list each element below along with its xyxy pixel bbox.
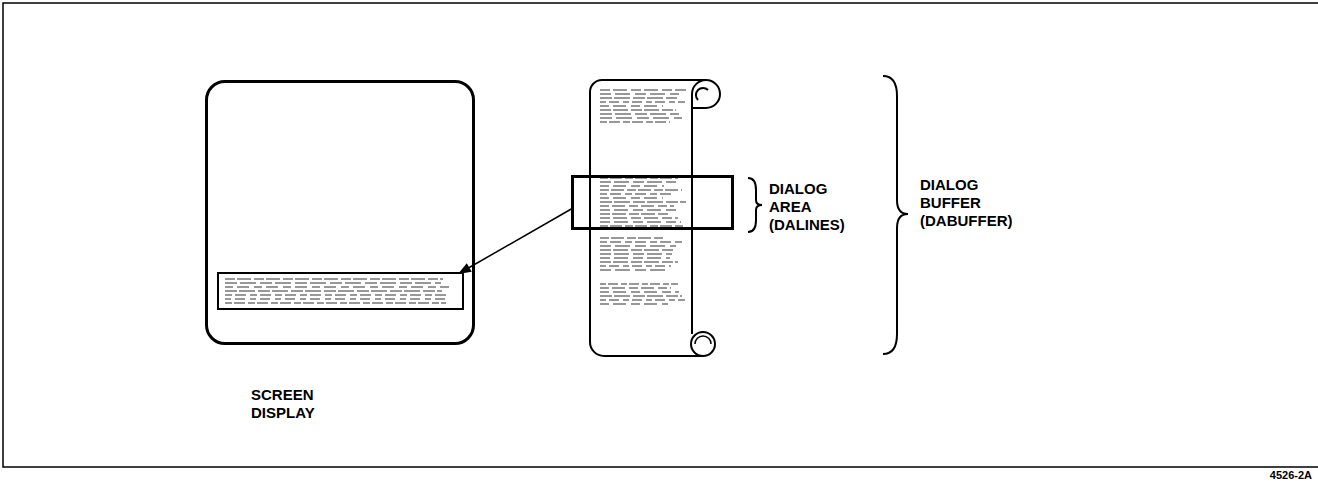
text-stroke [600,213,670,214]
page-frame [3,3,1318,467]
text-stroke [600,253,672,254]
text-stroke [600,265,671,266]
text-stroke [600,185,664,186]
node-label: SCREEN DISPLAY [251,386,331,422]
text-stroke [600,291,679,292]
text-stroke [600,299,685,300]
text-stroke [600,221,681,222]
text-stroke [600,193,675,194]
dialog-band [217,272,464,310]
screen-display: SCREEN DISPLAY [205,80,475,345]
text-stroke [600,269,669,270]
text-stroke [600,257,670,258]
dialog-area-frame: DIALOG AREA (DALINES) [571,175,734,230]
text-stroke [600,113,679,114]
text-stroke [225,298,448,299]
text-stroke [600,201,686,202]
text-stroke [600,287,671,288]
large-bracket [883,76,908,354]
text-stroke [600,93,679,94]
text-stroke [600,295,682,296]
text-stroke [225,294,450,295]
text-stroke [600,189,682,190]
bottom-curl-inner [695,336,711,344]
text-stroke [600,225,684,226]
text-stroke [600,197,663,198]
top-curl [692,80,708,108]
bottom-curl [691,332,715,356]
text-stroke [600,209,677,210]
text-stroke [600,109,676,110]
text-stroke [600,237,665,238]
node-label: DIALOG BUFFER (DABUFFER) [920,176,1030,230]
text-stroke [600,177,678,178]
band-lines [219,274,462,308]
text-stroke [600,89,686,90]
text-stroke [600,97,677,98]
text-stroke [600,245,676,246]
text-stroke [600,241,683,242]
text-stroke [600,105,663,106]
dialog-buffer-scroll: DIALOG BUFFER (DABUFFER) [588,72,723,362]
text-stroke [225,286,449,287]
text-stroke [600,205,674,206]
text-stroke [600,249,674,250]
text-stroke [600,303,668,304]
text-stroke [600,261,678,262]
text-stroke [600,121,670,122]
scroll-drawing [588,72,723,362]
text-stroke [600,283,678,284]
arrow-line [467,208,573,269]
text-stroke [225,302,446,303]
text-stroke [600,181,676,182]
text-stroke [225,282,441,283]
text-stroke [600,217,678,218]
figure-number: 4526-2A [1270,469,1312,481]
pointer-arrow [458,208,573,274]
text-stroke [225,290,442,291]
text-stroke [600,101,685,102]
node-label: DIALOG AREA (DALINES) [769,180,854,234]
small-bracket [748,178,762,232]
scroll-paper [590,80,720,356]
text-stroke [225,278,443,279]
text-stroke [600,117,682,118]
